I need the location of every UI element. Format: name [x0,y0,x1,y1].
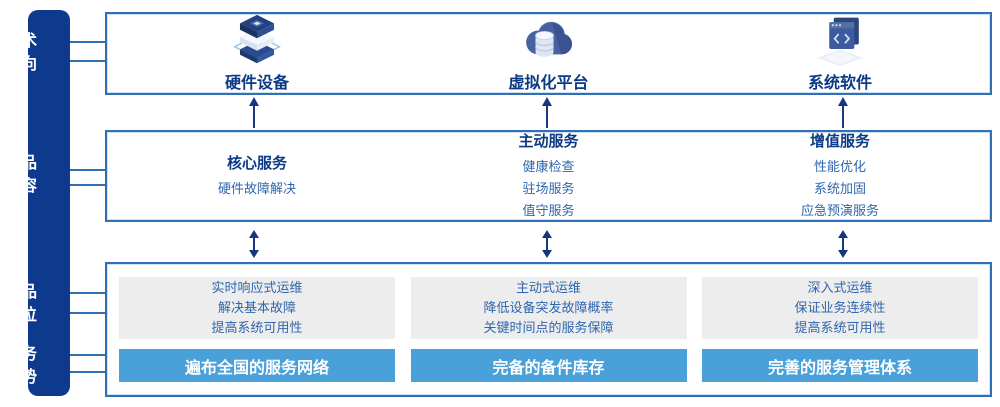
cloud-database-icon [525,21,572,57]
sidebar-label-line: 内容 [3,178,38,195]
service-heading: 核心服务 [226,155,287,172]
service-column-core: 核心服务 硬件故障解决 [119,132,395,220]
service-item: 值守服务 [522,203,575,218]
double-arrow [249,230,259,258]
connector-line [70,184,106,186]
server-stack-icon [233,14,281,64]
tech-label: 硬件设备 [224,75,289,92]
service-column-value-added: 增值服务 性能优化 系统加固 应急预演服务 [702,132,978,220]
positioning-line: 深入式运维 [807,280,873,295]
sidebar-label-line: 定位 [3,307,38,324]
sidebar-label-line: 优势 [3,369,38,386]
service-item: 系统加固 [813,181,866,196]
tech-label: 虚拟化平台 [508,75,589,92]
connector-line [70,60,106,62]
positioning-line: 提高系统可用性 [794,320,886,335]
advantage-bar: 遍布全国的服务网络 [119,349,395,382]
up-arrow [838,97,848,128]
positioning-line: 关键时间点的服务保障 [483,320,614,335]
service-heading: 增值服务 [809,133,870,150]
positioning-line: 保证业务连续性 [794,300,886,315]
connector-line [70,292,106,294]
up-arrow [542,97,552,128]
service-item: 健康检查 [522,159,575,174]
tech-direction-box: 硬件设备 虚拟化平台 [105,12,992,95]
positioning-line: 主动式运维 [515,280,581,295]
service-item: 应急预演服务 [800,203,879,218]
service-heading: 主动服务 [518,133,579,150]
positioning-line: 提高系统可用性 [211,320,303,335]
sidebar-label-line: 产品 [3,155,38,172]
positioning-line: 解决基本故障 [217,300,296,315]
sidebar-label-service-advantage: 服务 优势 [0,343,42,389]
positioning-line: 实时响应式运维 [211,280,303,295]
sidebar-label-line: 服务 [3,346,38,363]
positioning-panel: 实时响应式运维 解决基本故障 提高系统可用性 [119,277,395,339]
connector-line [70,41,106,43]
product-content-box: 核心服务 硬件故障解决 主动服务 健康检查 驻场服务 值守服务 增值服务 性能优… [105,130,992,222]
code-window-icon [816,17,864,66]
connector-line [70,169,106,171]
service-item: 性能优化 [813,159,866,174]
sidebar-label-tech-direction: 技术 方向 [0,30,42,76]
sidebar-label-product-positioning: 产品 定位 [0,281,42,327]
tech-column-system-software: 系统软件 [702,14,978,93]
up-arrow [249,97,259,128]
service-column-active: 主动服务 健康检查 驻场服务 值守服务 [411,132,687,220]
sidebar-label-line: 产品 [3,284,38,301]
service-item: 驻场服务 [522,181,575,196]
product-positioning-box: 实时响应式运维 解决基本故障 提高系统可用性 遍布全国的服务网络 主动式运维 降… [105,262,992,397]
connector-line [70,312,106,314]
tech-column-hardware: 硬件设备 [119,14,395,93]
positioning-column-indepth: 深入式运维 保证业务连续性 提高系统可用性 完善的服务管理体系 [702,277,978,395]
sidebar-label-product-content: 产品 内容 [0,152,42,198]
advantage-bar: 完善的服务管理体系 [702,349,978,382]
category-sidebar [28,10,70,396]
double-arrow [542,230,552,258]
tech-column-virtualization: 虚拟化平台 [411,14,687,93]
sidebar-label-line: 技术 [3,33,38,50]
double-arrow [838,230,848,258]
sidebar-label-line: 方向 [3,56,38,73]
positioning-column-proactive: 主动式运维 降低设备突发故障概率 关键时间点的服务保障 完备的备件库存 [410,277,687,395]
positioning-panel: 深入式运维 保证业务连续性 提高系统可用性 [702,277,978,339]
positioning-line: 降低设备突发故障概率 [483,300,614,315]
connector-line [70,371,106,373]
connector-line [70,354,106,356]
service-item: 硬件故障解决 [217,181,296,196]
positioning-panel: 主动式运维 降低设备突发故障概率 关键时间点的服务保障 [410,277,687,339]
positioning-column-realtime: 实时响应式运维 解决基本故障 提高系统可用性 遍布全国的服务网络 [119,277,395,395]
advantage-bar: 完备的备件库存 [410,349,687,382]
tech-label: 系统软件 [807,75,872,92]
